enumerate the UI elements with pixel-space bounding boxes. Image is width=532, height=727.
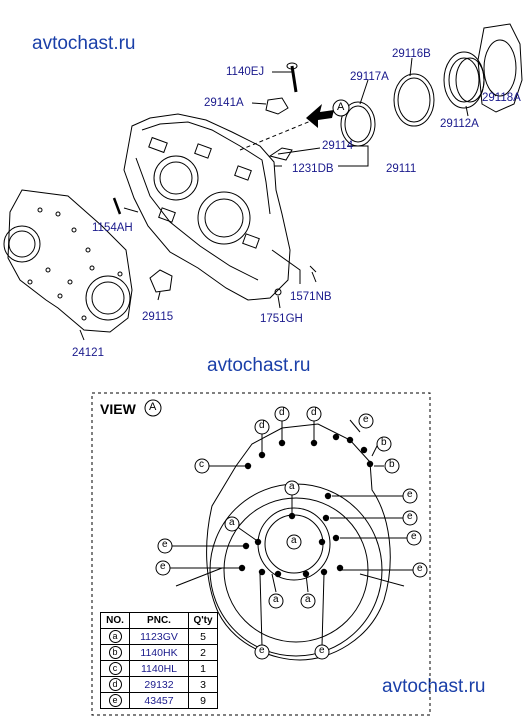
view-title: VIEW xyxy=(100,401,136,417)
legend-symbol: d xyxy=(108,678,122,691)
label-29141A[interactable]: 29141A xyxy=(204,97,244,109)
legend-symbol: e xyxy=(108,694,122,707)
label-1140EJ[interactable]: 1140EJ xyxy=(226,66,265,78)
label-1571NB[interactable]: 1571NB xyxy=(290,291,332,303)
view-arrow-A xyxy=(306,99,350,128)
callout-e: e xyxy=(407,489,413,500)
callout-e: e xyxy=(411,531,417,542)
legend-symbol: b xyxy=(108,646,122,659)
watermark-middle: avtochast.ru xyxy=(207,355,311,376)
legend-qty: 1 xyxy=(188,660,218,677)
callout-e: e xyxy=(407,511,413,522)
legend-row: c 1140HL 1 xyxy=(100,660,218,677)
legend-qty: 2 xyxy=(188,644,218,661)
legend-pnc[interactable]: 43457 xyxy=(129,692,189,709)
callout-d: d xyxy=(259,420,265,431)
legend-header-qty: Q'ty xyxy=(188,612,218,629)
label-29118A[interactable]: 29118A xyxy=(482,92,521,104)
callout-a: a xyxy=(291,535,297,546)
legend-row: a 1123GV 5 xyxy=(100,628,218,645)
callout-e: e xyxy=(417,563,423,574)
label-1154AH[interactable]: 1154AH xyxy=(92,222,133,234)
view-arrow-letter: A xyxy=(337,101,345,113)
callout-a: a xyxy=(273,594,279,605)
legend-pnc[interactable]: 29132 xyxy=(129,676,189,693)
callout-a: a xyxy=(289,481,295,492)
label-1231DB[interactable]: 1231DB xyxy=(292,163,334,175)
view-frame xyxy=(91,392,431,716)
callout-d: d xyxy=(311,407,317,418)
callout-d: d xyxy=(279,407,285,418)
legend-header-pnc: PNC. xyxy=(129,612,189,629)
callout-e: e xyxy=(259,645,265,656)
watermark-top: avtochast.ru xyxy=(32,33,136,54)
legend-symbol: c xyxy=(108,662,122,675)
legend-qty: 3 xyxy=(188,676,218,693)
callout-e: e xyxy=(319,645,325,656)
view-title-letter: A xyxy=(149,401,157,413)
legend-qty: 5 xyxy=(188,628,218,645)
legend-header-no: NO. xyxy=(100,612,130,629)
legend-row: e 43457 9 xyxy=(100,692,218,709)
legend-qty: 9 xyxy=(188,692,218,709)
legend-pnc[interactable]: 1140HL xyxy=(129,660,189,677)
legend-symbol: a xyxy=(108,630,122,643)
callout-e: e xyxy=(160,561,166,572)
flywheel-housing xyxy=(123,113,291,301)
legend-pnc[interactable]: 1123GV xyxy=(129,628,189,645)
legend-header-row: NO. PNC. Q'ty xyxy=(100,612,218,629)
callout-b: b xyxy=(389,459,395,470)
label-29115[interactable]: 29115 xyxy=(142,311,174,323)
legend-row: d 29132 3 xyxy=(100,676,218,693)
callout-e: e xyxy=(363,414,369,425)
callout-c: c xyxy=(199,459,204,470)
label-24121[interactable]: 24121 xyxy=(72,347,104,359)
callout-a: a xyxy=(305,594,311,605)
legend-table: NO. PNC. Q'ty a 1123GV 5 b 1140HK 2 c 11… xyxy=(100,612,218,709)
label-29116B[interactable]: 29116B xyxy=(392,48,431,60)
gasket-plate xyxy=(7,189,133,333)
callout-e: e xyxy=(162,539,168,550)
legend-row: b 1140HK 2 xyxy=(100,644,218,661)
label-29111[interactable]: 29111 xyxy=(386,163,417,175)
label-1751GH[interactable]: 1751GH xyxy=(260,313,303,325)
label-29117A[interactable]: 29117A xyxy=(350,71,389,83)
callout-b: b xyxy=(381,437,387,448)
label-29114[interactable]: 29114 xyxy=(322,140,354,152)
view-title-text: VIEW xyxy=(100,401,136,417)
callout-a: a xyxy=(229,517,235,528)
legend-pnc[interactable]: 1140HK xyxy=(129,644,189,661)
watermark-bottom: avtochast.ru xyxy=(382,676,486,697)
label-29112A[interactable]: 29112A xyxy=(440,118,479,130)
